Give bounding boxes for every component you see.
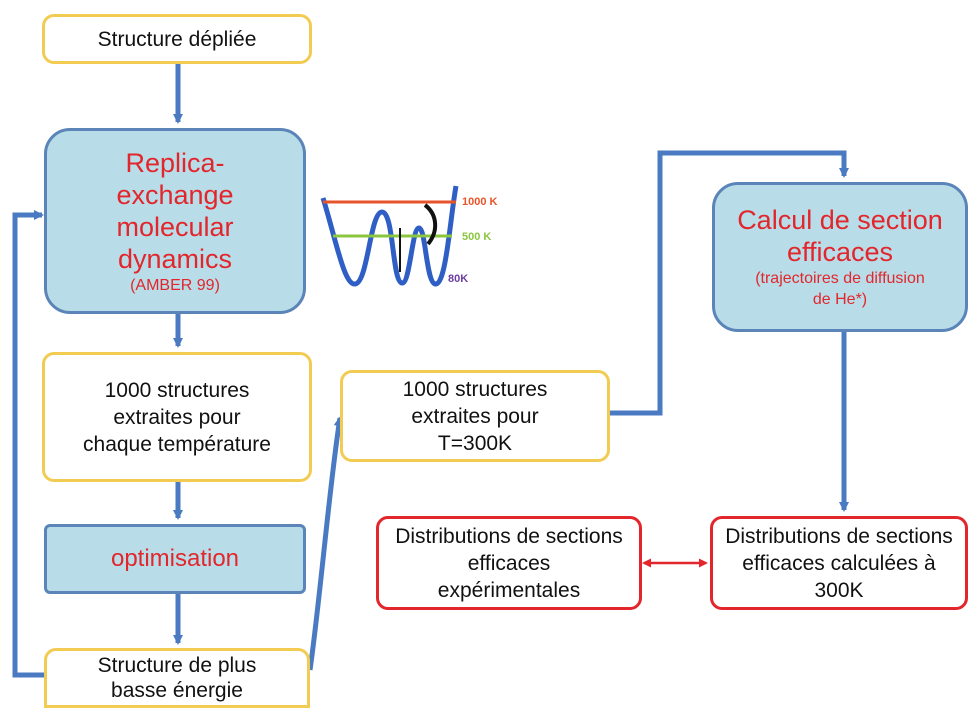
energy-curve: [320, 185, 459, 287]
node-calc-cross-section: Calcul de section efficaces (trajectoire…: [712, 182, 968, 332]
node-calc-distributions-label: Distributions de sections efficaces calc…: [725, 524, 953, 602]
level-label-1000k: 1000 K: [462, 196, 498, 208]
arrow-extract300-to-calc: [610, 150, 849, 416]
level-label-500k: 500 K: [462, 231, 492, 243]
arrow-lowest-to-remd-loop: [12, 210, 46, 678]
level-label-80k: 80K: [448, 273, 469, 285]
node-calc-title: Calcul de section efficaces: [737, 205, 943, 267]
node-remd-subtitle: (AMBER 99): [130, 276, 220, 294]
node-unfolded-structure: Structure dépliée: [42, 14, 312, 64]
node-lowest-energy-label: Structure de plus basse énergie: [97, 654, 257, 702]
node-optimisation: optimisation: [44, 524, 306, 594]
node-extract-300k-label: 1000 structures extraites pour T=300K: [402, 377, 548, 455]
transition-arc: [423, 203, 438, 246]
node-extract-each-temp: 1000 structures extraites pour chaque te…: [42, 352, 312, 482]
node-replica-exchange: Replica-exchange molecular dynamics (AMB…: [44, 128, 306, 314]
node-optimisation-label: optimisation: [110, 545, 240, 572]
node-extract-each-label: 1000 structures extraites pour chaque te…: [83, 378, 271, 456]
node-unfolded-label: Structure dépliée: [97, 27, 257, 51]
node-calc-distributions: Distributions de sections efficaces calc…: [710, 516, 968, 610]
energy-landscape: [320, 185, 459, 287]
node-calc-subtitle: (trajectoires de diffusion de He*): [755, 270, 925, 308]
arrow-lowest-to-extract300: [307, 416, 344, 671]
node-remd-title: Replica-exchange molecular dynamics: [116, 147, 234, 274]
node-lowest-energy: Structure de plus basse énergie: [44, 648, 310, 708]
node-extract-300k: 1000 structures extraites pour T=300K: [340, 370, 610, 462]
node-exp-distributions: Distributions de sections efficaces expé…: [376, 516, 642, 610]
node-exp-distributions-label: Distributions de sections efficaces expé…: [395, 524, 623, 602]
